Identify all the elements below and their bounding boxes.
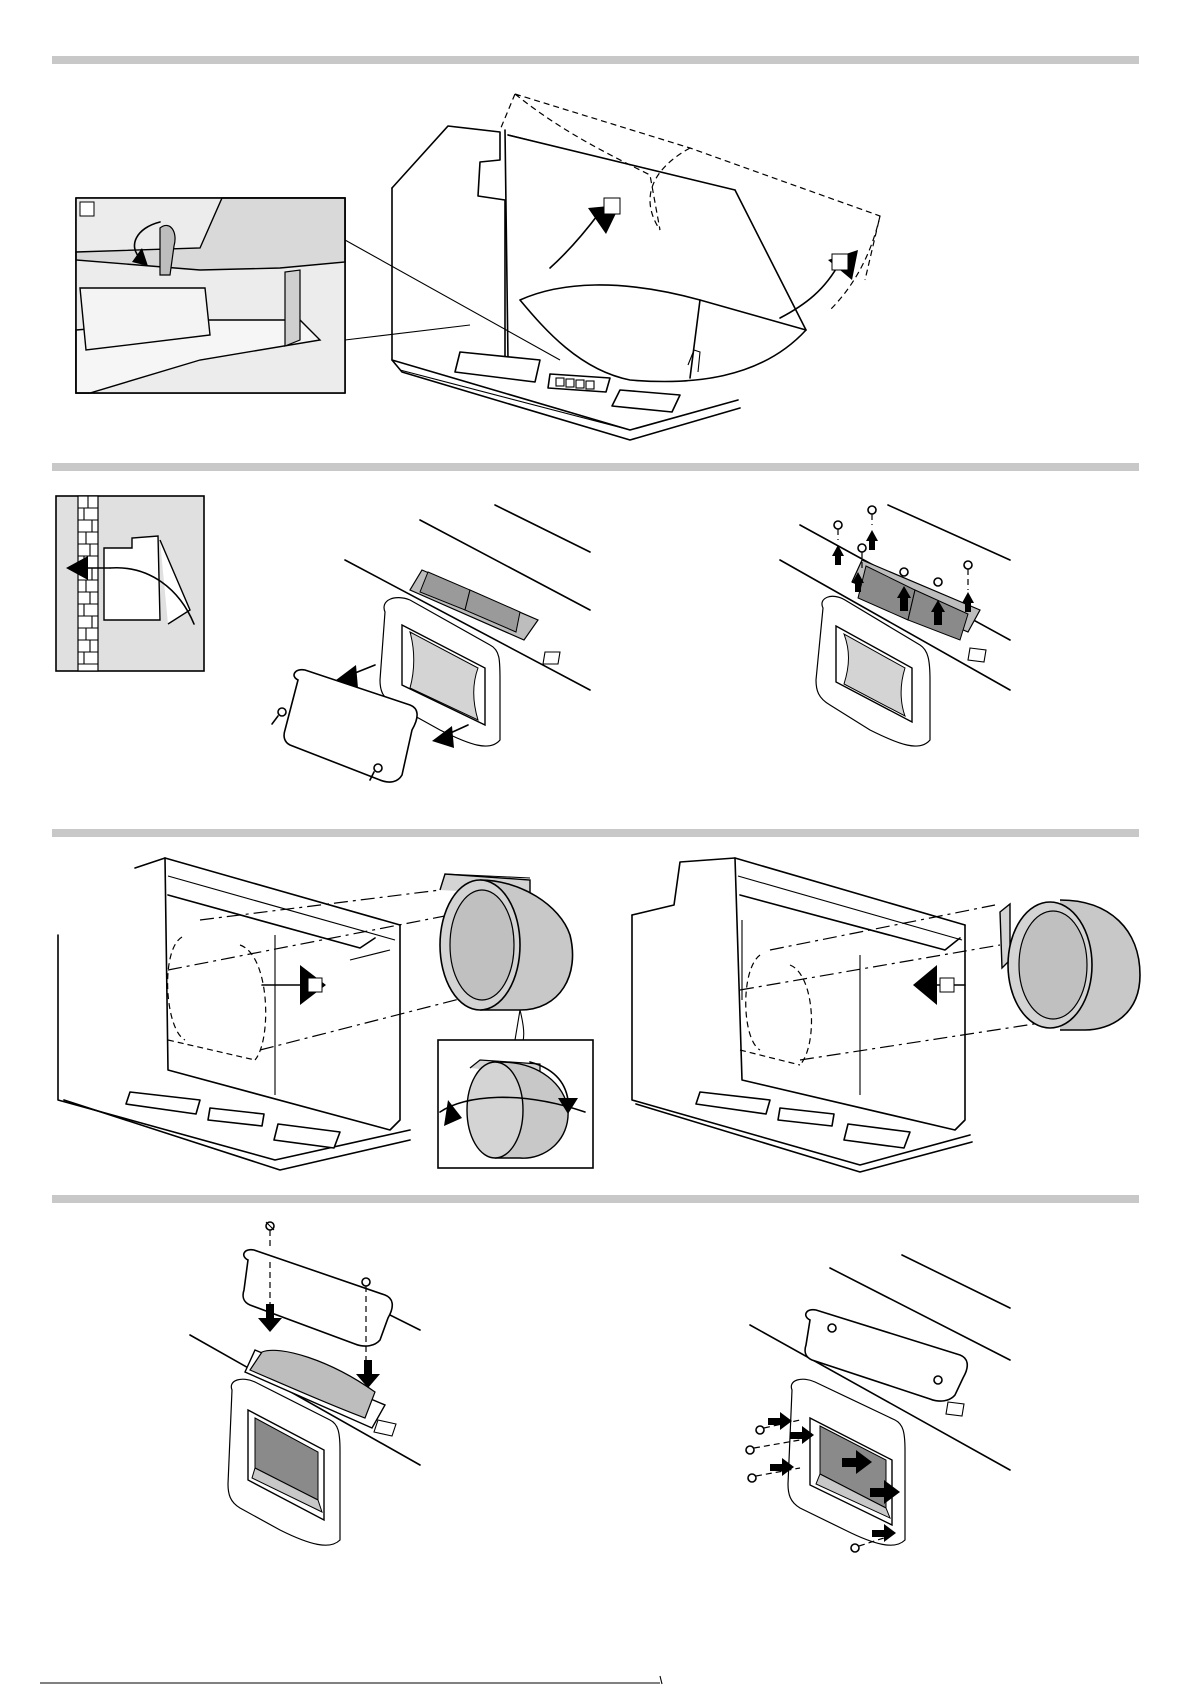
filter-cylinder-right bbox=[1000, 900, 1140, 1030]
section-2-illustration bbox=[56, 496, 1010, 782]
cover-refit-diagram bbox=[190, 1222, 420, 1545]
filter-screws-diagram bbox=[780, 505, 1010, 746]
screw-icon bbox=[266, 1222, 274, 1248]
screw-icon bbox=[868, 506, 876, 525]
filter-refit-diagram bbox=[746, 1255, 1010, 1552]
step-marker-4 bbox=[940, 978, 954, 992]
screw-icon bbox=[272, 708, 286, 724]
section-1-illustration bbox=[76, 94, 880, 440]
screw-icon bbox=[934, 578, 942, 586]
step-marker-inset bbox=[80, 202, 94, 216]
brick-wall-icon bbox=[78, 496, 98, 671]
arrow-icon bbox=[913, 965, 937, 1005]
screw-icon bbox=[964, 561, 972, 590]
cover-removal-diagram bbox=[272, 505, 590, 782]
hood-unit bbox=[392, 94, 880, 440]
detail-inset-latch bbox=[76, 198, 345, 393]
cover-plate bbox=[805, 1310, 967, 1401]
step-marker-3 bbox=[308, 978, 322, 992]
filter-cylinder-left bbox=[440, 874, 573, 1050]
arrow-icon bbox=[258, 1318, 282, 1332]
screw-icon bbox=[834, 521, 842, 540]
section-3-illustration bbox=[58, 858, 1140, 1172]
step-marker-2 bbox=[832, 254, 848, 270]
detail-inset-wall bbox=[56, 496, 204, 671]
step-marker-1 bbox=[604, 198, 620, 214]
hood-right bbox=[632, 858, 1140, 1172]
screw-icon bbox=[900, 568, 908, 576]
cover-plate bbox=[243, 1250, 392, 1346]
detail-inset-rotate bbox=[438, 1040, 593, 1168]
section-4-illustration bbox=[190, 1222, 1010, 1552]
